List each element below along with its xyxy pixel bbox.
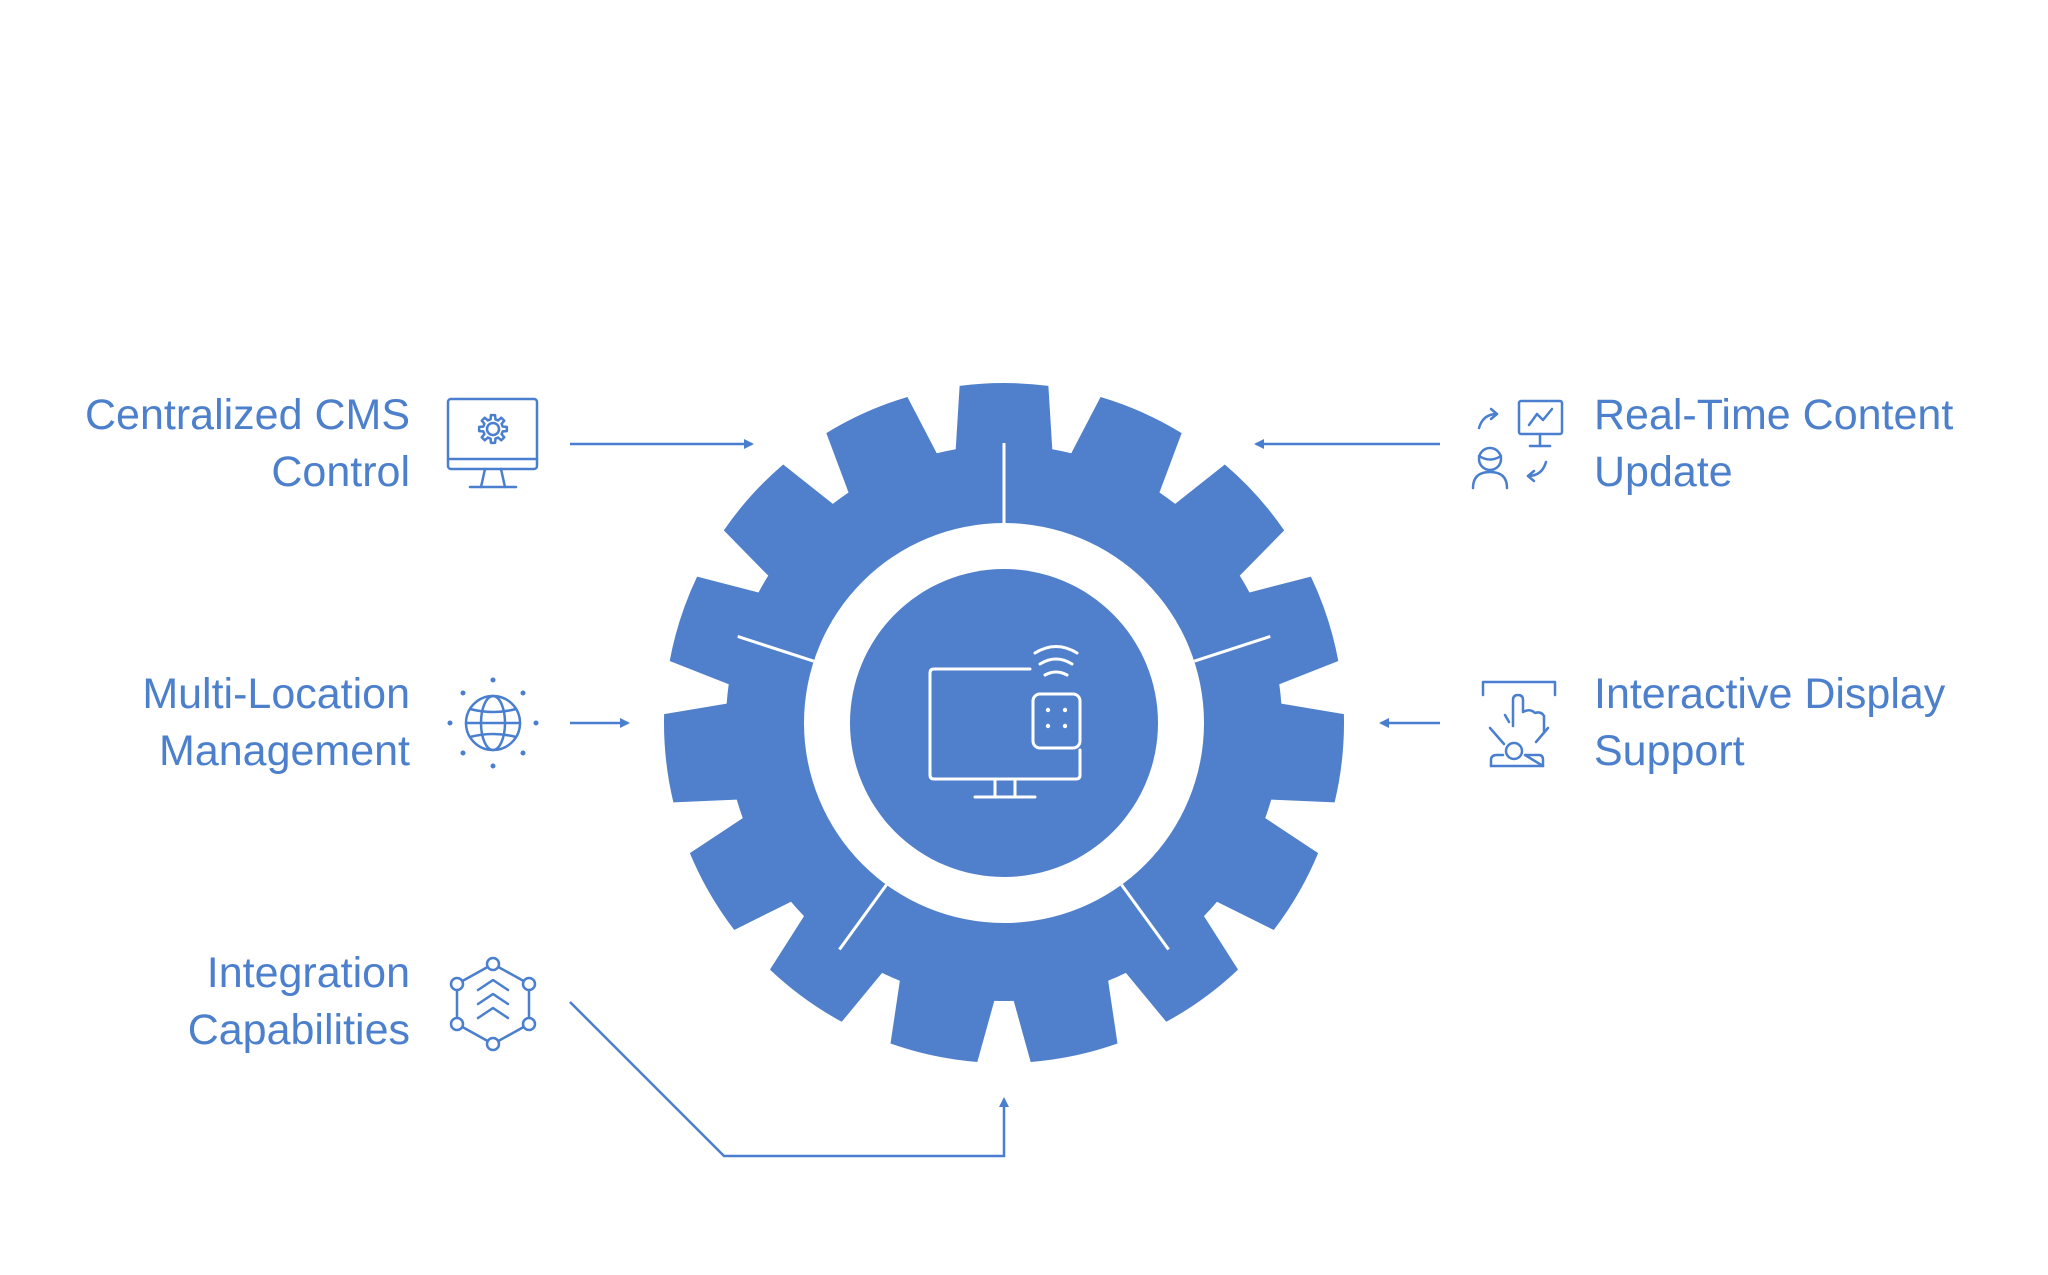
gear (664, 383, 1345, 1062)
person-chart-sync-icon (1471, 399, 1564, 490)
label-line: Interactive Display (1594, 670, 1946, 718)
label-multi-location: Multi-Location Management (142, 666, 410, 780)
touch-screen-icon (1481, 680, 1557, 768)
gear-divider (1193, 635, 1271, 663)
gear-segment-dividers (737, 443, 1271, 951)
label-centralized-cms: Centralized CMS Control (85, 387, 410, 501)
label-line: Real-Time Content (1594, 391, 1954, 439)
connector-integration (569, 1001, 1009, 1158)
label-line: Update (1594, 448, 1733, 496)
label-interactive-display: Interactive Display Support (1594, 666, 1945, 780)
label-line: Integration (206, 949, 410, 997)
label-line: Multi-Location (142, 670, 410, 718)
monitor-gear-icon (446, 397, 539, 489)
gear-divider (838, 883, 888, 951)
globe-icon (447, 677, 539, 769)
label-real-time: Real-Time Content Update (1594, 387, 1953, 501)
gear-inner-disc (850, 569, 1158, 877)
label-line: Capabilities (187, 1006, 410, 1054)
label-line: Centralized CMS (85, 391, 410, 439)
gear-divider (1120, 883, 1170, 951)
network-hexagon-icon (449, 956, 537, 1052)
monitor-remote-icon (928, 645, 1082, 799)
label-line: Support (1594, 727, 1745, 775)
connectors (569, 439, 1440, 1158)
label-line: Management (159, 727, 410, 775)
gear-divider (737, 635, 815, 663)
label-line: Control (271, 448, 410, 496)
label-integration: Integration Capabilities (188, 945, 410, 1059)
gear-shape (664, 383, 1345, 1062)
